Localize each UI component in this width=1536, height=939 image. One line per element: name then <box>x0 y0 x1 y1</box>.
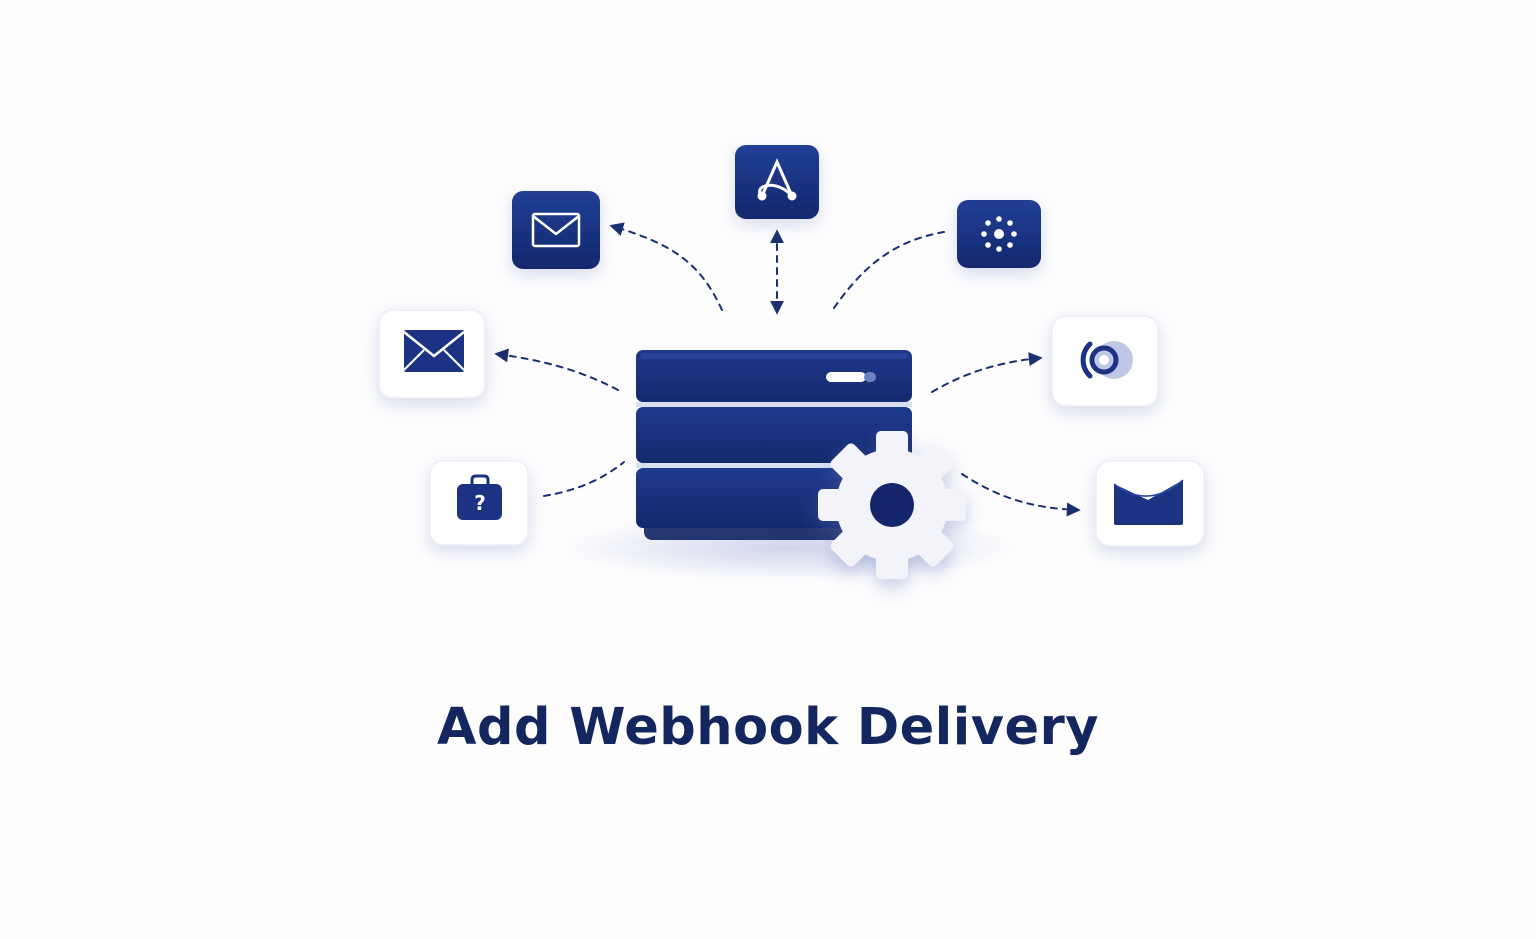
server-icon <box>636 350 912 540</box>
gear-icon <box>818 431 966 579</box>
route-tile <box>735 145 819 219</box>
connector-right <box>931 352 1043 393</box>
connector-left <box>494 348 619 391</box>
light-mail-tile <box>378 309 486 399</box>
route-icon <box>757 158 797 201</box>
light-mail-icon <box>403 330 465 372</box>
svg-text:?: ? <box>474 491 486 515</box>
server-status-light <box>826 372 866 382</box>
envelope-tile <box>1095 460 1205 547</box>
help-bag-icon: ? <box>457 474 502 520</box>
connector-lines <box>494 222 1081 517</box>
server-slab-top <box>636 350 912 402</box>
connector-bottom-right <box>961 473 1081 517</box>
server-slab-middle <box>636 407 912 463</box>
connector-bottom-left <box>543 461 625 497</box>
dark-mail-tile <box>512 191 600 269</box>
sync-icon <box>1080 341 1133 379</box>
help-bag-tile: ? <box>429 460 529 546</box>
connector-top-left <box>609 222 723 311</box>
envelope-icon <box>1113 479 1184 525</box>
connector-top-right <box>833 231 945 309</box>
dots-ring-tile <box>957 200 1041 268</box>
dots-ring-icon <box>981 216 1017 252</box>
page-title: Add Webhook Delivery <box>437 698 1099 757</box>
sync-tile <box>1051 315 1159 407</box>
dark-mail-icon <box>531 212 581 248</box>
